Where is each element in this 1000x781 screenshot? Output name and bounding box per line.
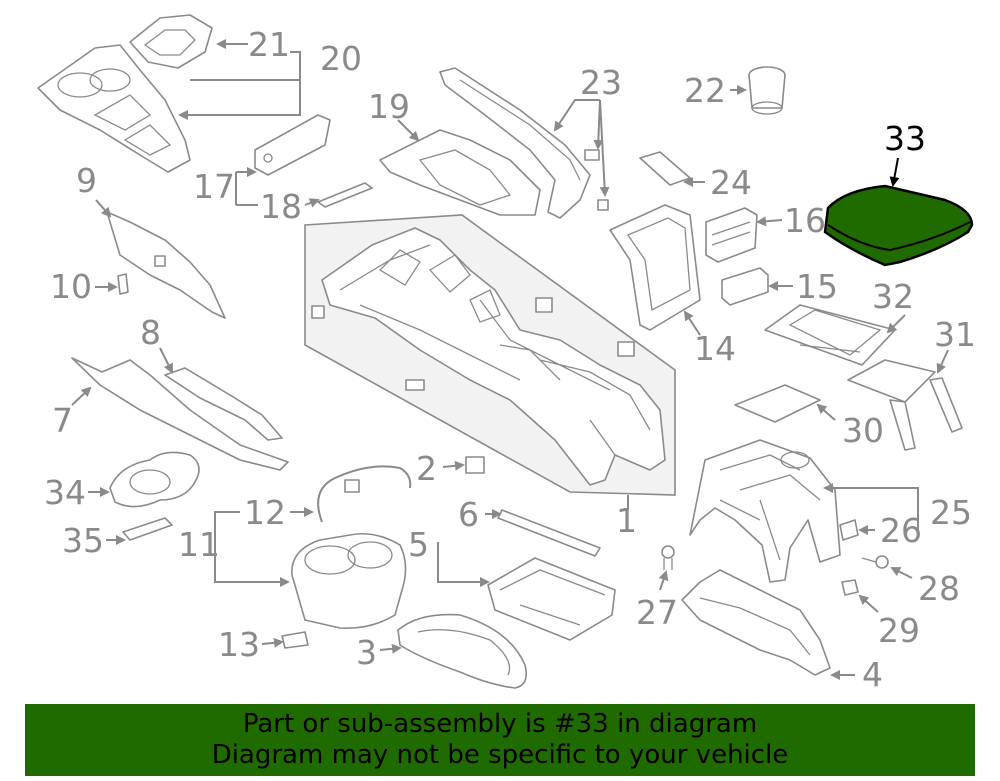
part-17-switch-panel xyxy=(254,114,331,176)
callout-13: 13 xyxy=(218,625,260,664)
part-33-armrest-lid xyxy=(823,184,974,267)
banner-line-2: Diagram may not be specific to your vehi… xyxy=(211,740,789,770)
part-16-vent xyxy=(705,207,758,263)
part-19-shifter-trim xyxy=(379,129,541,216)
callout-9: 9 xyxy=(76,161,97,200)
part-9-side-panel xyxy=(106,211,226,319)
callout-7: 7 xyxy=(52,401,73,440)
callout-21: 21 xyxy=(248,25,290,64)
part-5-storage-bin xyxy=(487,557,616,641)
callout-6: 6 xyxy=(458,495,479,534)
part-29-nut xyxy=(841,579,859,596)
callout-20: 20 xyxy=(320,39,362,78)
callout-23: 23 xyxy=(580,63,622,102)
part-18-strip xyxy=(317,182,373,208)
part-12-cable xyxy=(317,465,412,523)
part-11-cup-holder xyxy=(291,532,407,630)
part-2-clip xyxy=(465,456,485,474)
callout-31: 31 xyxy=(934,315,976,354)
part-22-knob xyxy=(748,66,786,115)
part-25-frame xyxy=(689,439,841,583)
callout-3: 3 xyxy=(356,633,377,672)
callout-17: 17 xyxy=(193,167,235,206)
part-7-side-trim xyxy=(71,357,289,471)
callout-1: 1 xyxy=(616,501,637,540)
callout-28: 28 xyxy=(918,569,960,608)
callout-16: 16 xyxy=(784,201,826,240)
banner-line-1: Part or sub-assembly is #33 in diagram xyxy=(242,709,758,739)
part-34-mat xyxy=(109,451,200,508)
part-13-connector xyxy=(281,631,309,649)
part-3-tray-mat xyxy=(397,613,528,689)
callout-14: 14 xyxy=(694,329,736,368)
callout-26: 26 xyxy=(880,511,922,550)
callout-30: 30 xyxy=(842,411,884,450)
callout-2: 2 xyxy=(416,449,437,488)
callout-5: 5 xyxy=(408,525,429,564)
part-14-bezel xyxy=(609,204,701,331)
part-10-clip xyxy=(117,273,129,295)
callout-33-highlighted: 33 xyxy=(884,119,926,158)
callout-10: 10 xyxy=(50,267,92,306)
callout-labels: 1 2 3 4 5 6 7 8 9 10 11 12 13 14 15 16 1… xyxy=(44,25,976,694)
part-21-cup-insert xyxy=(129,14,213,69)
callout-8: 8 xyxy=(140,313,161,352)
part-35-bracket xyxy=(122,517,173,541)
part-23-side-rail xyxy=(439,67,609,219)
part-8-molding xyxy=(164,367,283,441)
callout-27: 27 xyxy=(636,593,678,632)
callout-32: 32 xyxy=(872,277,914,316)
part-27-bolt xyxy=(661,545,675,570)
callout-11: 11 xyxy=(178,525,220,564)
callout-18: 18 xyxy=(260,187,302,226)
part-28-bolt xyxy=(861,555,889,569)
part-31-bracket xyxy=(847,359,963,451)
callout-22: 22 xyxy=(684,71,726,110)
part-1-console-body xyxy=(304,214,676,496)
part-6-strip xyxy=(497,509,601,557)
callout-24: 24 xyxy=(710,163,752,202)
callout-29: 29 xyxy=(878,611,920,650)
info-banner: Part or sub-assembly is #33 in diagram D… xyxy=(25,704,975,776)
part-15-switch xyxy=(721,267,769,306)
part-26-clip xyxy=(839,519,859,541)
callout-34: 34 xyxy=(44,473,86,512)
part-24-clip xyxy=(639,151,691,186)
callout-4: 4 xyxy=(862,655,883,694)
parts-diagram: 1 2 3 4 5 6 7 8 9 10 11 12 13 14 15 16 1… xyxy=(37,14,976,694)
part-30-liner xyxy=(734,384,821,423)
callout-15: 15 xyxy=(796,267,838,306)
callout-19: 19 xyxy=(368,87,410,126)
part-20-upper-trim xyxy=(37,44,191,173)
callout-12: 12 xyxy=(244,493,286,532)
part-4-floor-bracket xyxy=(681,569,831,676)
callout-25: 25 xyxy=(930,493,972,532)
callout-35: 35 xyxy=(62,521,104,560)
leader-lines xyxy=(71,39,949,680)
